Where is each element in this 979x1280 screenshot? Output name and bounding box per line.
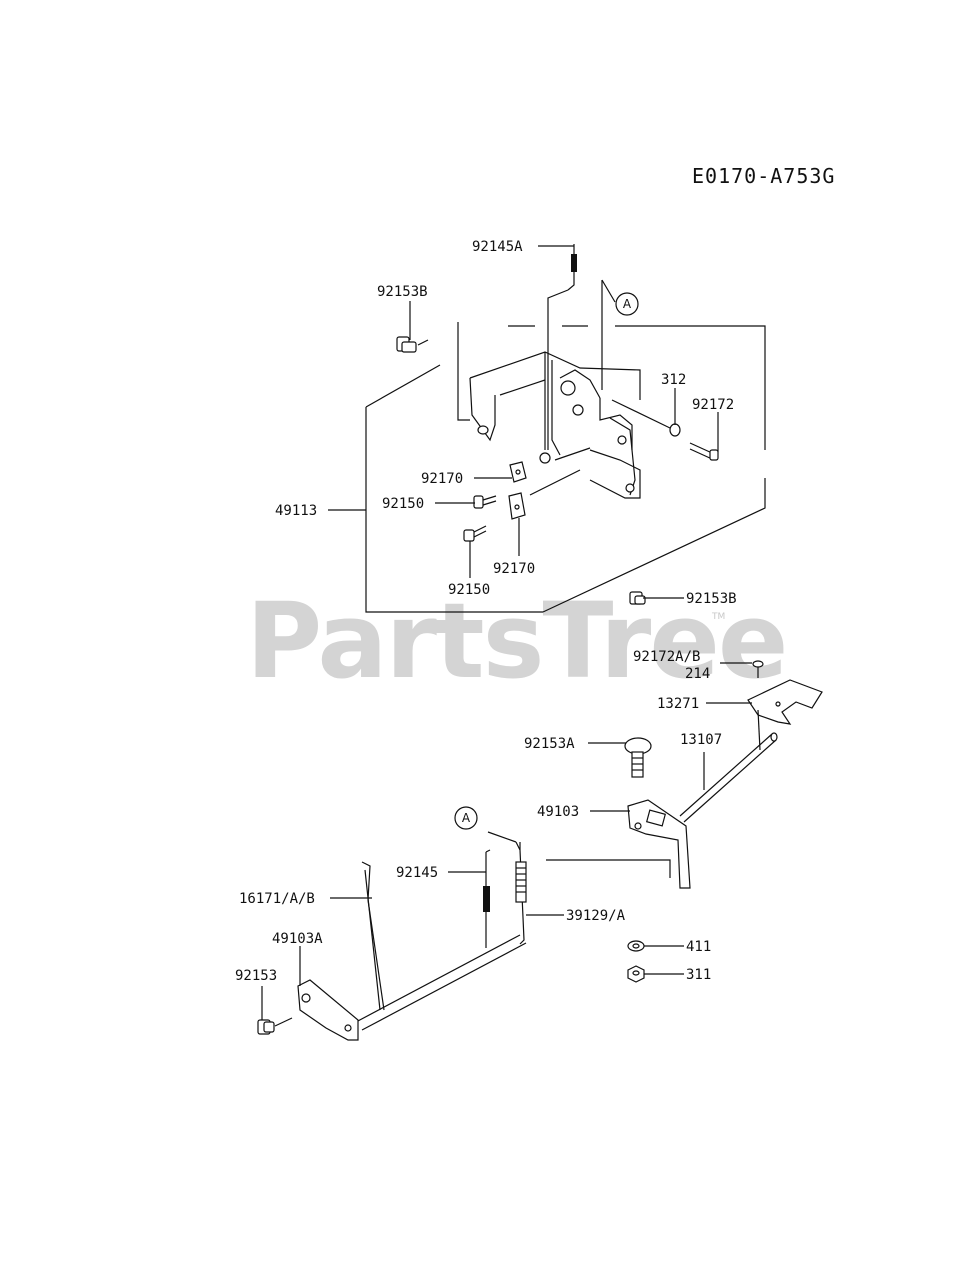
part-label-92172ab: 92172A/B <box>633 649 700 665</box>
bolt-92153b-lower-icon <box>629 591 646 605</box>
washer-411-icon <box>627 940 645 952</box>
part-label-92153: 92153 <box>235 968 277 984</box>
part-label-92170-lower: 92170 <box>493 561 535 577</box>
plate-13271-icon <box>747 679 823 725</box>
bolt-92153b-upper-icon <box>396 322 470 421</box>
screw-92172ab-icon <box>752 660 764 678</box>
diagram-code: E0170-A753G <box>692 164 836 188</box>
part-label-214: 214 <box>685 666 710 682</box>
clip-92170-upper-icon <box>509 461 527 483</box>
ref-marker-letter: A <box>462 811 471 825</box>
part-label-92150-upper: 92150 <box>382 496 424 512</box>
control-rod-16171ab-icon <box>361 861 385 1011</box>
part-label-311: 311 <box>686 967 711 983</box>
ref-marker-a-lower: A <box>454 806 478 830</box>
arm-49103-icon <box>546 799 691 889</box>
shaft-13107-icon <box>679 709 778 823</box>
part-label-92170-upper: 92170 <box>421 471 463 487</box>
ref-marker-a-upper: A <box>615 292 639 316</box>
part-label-49103a: 49103A <box>272 931 323 947</box>
bolt-92150-upper-icon <box>473 495 497 509</box>
part-label-312: 312 <box>661 372 686 388</box>
bracket-group-outline <box>365 325 766 613</box>
control-bracket-plate <box>469 351 641 499</box>
part-label-13107: 13107 <box>680 732 722 748</box>
linkage-line-a-upper <box>601 279 616 390</box>
part-label-49103: 49103 <box>537 804 579 820</box>
part-label-411: 411 <box>686 939 711 955</box>
part-label-92153a: 92153A <box>524 736 575 752</box>
watermark-logo: PartsTree <box>246 580 788 702</box>
part-label-16171ab: 16171/A/B <box>239 891 315 907</box>
part-label-39129a: 39129/A <box>566 908 626 924</box>
part-label-92172: 92172 <box>692 397 734 413</box>
part-label-92150-lower: 92150 <box>448 582 490 598</box>
part-label-92153b-lower: 92153B <box>686 591 737 607</box>
part-label-92145: 92145 <box>396 865 438 881</box>
rod-39129a-icon <box>487 831 527 945</box>
bolt-92172-icon <box>689 442 719 461</box>
part-label-13271: 13271 <box>657 696 699 712</box>
nut-311-icon <box>627 965 645 983</box>
bolt-92150-lower-icon <box>463 525 487 542</box>
clip-92170-lower-icon <box>508 492 526 520</box>
part-label-92153b-upper: 92153B <box>377 284 428 300</box>
ref-marker-letter: A <box>623 297 632 311</box>
leader-lines <box>261 245 752 1020</box>
bolt-92153-icon <box>257 1017 293 1035</box>
watermark-tm: TM <box>712 612 726 622</box>
long-shaft-icon <box>355 934 527 1031</box>
bolt-92153a-icon <box>624 737 652 778</box>
part-label-49113: 49113 <box>275 503 317 519</box>
spring-92145-icon <box>483 849 491 948</box>
part-labels: 92145A 92153B 312 92172 92170 92150 4911… <box>235 239 737 984</box>
nut-312-icon <box>611 399 681 437</box>
part-label-92145a: 92145A <box>472 239 523 255</box>
plate-49103a-icon <box>297 979 359 1041</box>
spring-92145a-icon <box>547 244 577 450</box>
